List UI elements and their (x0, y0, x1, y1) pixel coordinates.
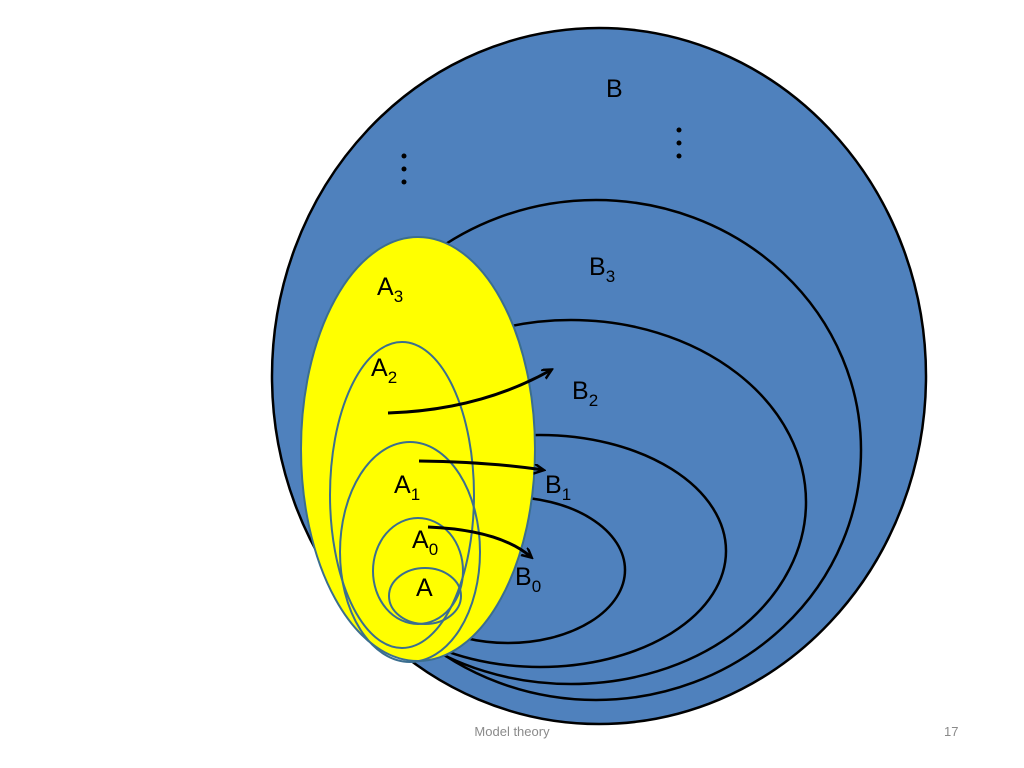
label-b2: B2 (572, 377, 598, 410)
arrow-a0-b0 (427, 525, 531, 557)
label-a2: A2 (371, 354, 397, 387)
label-b: B (606, 75, 623, 103)
footer-title: Model theory (474, 724, 550, 739)
label-b3: B3 (589, 253, 615, 286)
vertical-ellipsis-icon (676, 127, 682, 159)
label-a3: A3 (377, 273, 403, 306)
label-a1: A1 (394, 471, 420, 504)
label-b1: B1 (545, 471, 571, 504)
a2-ellipse (329, 341, 475, 649)
page-number: 17 (944, 724, 959, 739)
label-a: A (416, 574, 433, 602)
a1-ellipse (339, 441, 481, 663)
label-b0: B0 (515, 563, 541, 596)
vertical-ellipsis-icon (401, 153, 407, 185)
arrow-a2-b2 (387, 370, 551, 415)
label-a0: A0 (412, 526, 438, 559)
arrow-a1-b1 (418, 459, 543, 470)
a-ellipse (388, 567, 462, 625)
